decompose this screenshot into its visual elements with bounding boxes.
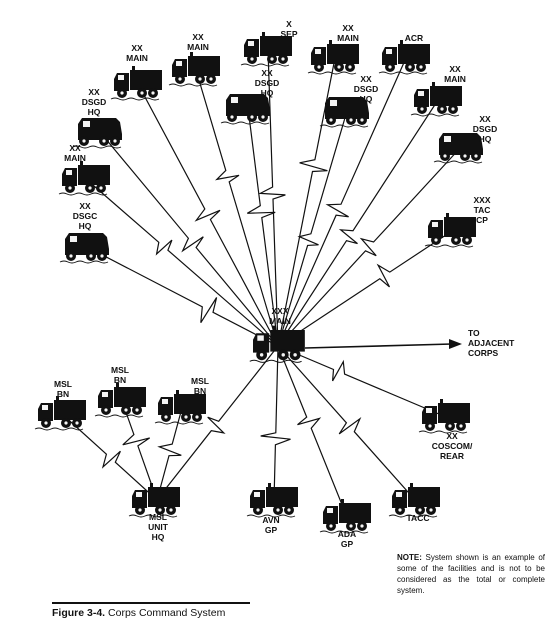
link-xx-dsgd-hq-1 (246, 107, 279, 347)
link-xx-coscom-rear (277, 345, 447, 418)
caption-text: Corps Command System (108, 607, 226, 619)
link-msl-bn-2 (121, 400, 158, 501)
arrow-layer (304, 339, 462, 349)
figure-caption: Figure 3-4. Corps Command System (52, 607, 225, 619)
acr-vehicle-icon (378, 40, 430, 75)
xx-main-1-vehicle-icon (110, 66, 162, 101)
link-ada-gp (277, 345, 348, 518)
link-xx-main-2 (195, 69, 279, 347)
link-acr (277, 57, 407, 347)
link-tacc (277, 345, 417, 502)
link-xxx-tac-cp (277, 230, 453, 347)
adjacent-corps-link (304, 343, 453, 349)
link-xx-main-4 (277, 99, 439, 347)
msl-bn-2-vehicle-icon (94, 383, 146, 418)
system-note: NOTE: System shown is an example of some… (397, 552, 545, 596)
link-msl-unit-hq (155, 345, 279, 502)
caption-rule (52, 602, 250, 604)
msl-unit-hq-vehicle-icon (128, 483, 180, 518)
link-avn-gp (260, 345, 291, 502)
tacc-label: TACC (407, 513, 430, 523)
note-text: System shown is an example of some of th… (397, 553, 545, 595)
arrow-head-icon (449, 339, 462, 349)
link-layer (61, 49, 462, 518)
link-x-sep (258, 49, 286, 347)
xx-dsgd-hq-3-vehicle-icon (433, 133, 483, 164)
link-xx-dsgc-hq (86, 246, 279, 347)
link-xx-dsgd-hq-4 (99, 131, 279, 347)
msl-bn-3-vehicle-icon (154, 390, 206, 425)
link-xx-main-1 (137, 83, 279, 347)
acr-label: ACR (405, 33, 423, 43)
xx-dsgc-hq-vehicle-icon (59, 233, 109, 264)
link-xx-dsgd-hq-2 (277, 110, 348, 347)
xx-coscom-rear-vehicle-icon (418, 399, 470, 434)
caption-label: Figure 3-4. (52, 607, 106, 619)
ada-gp-vehicle-icon (319, 499, 371, 534)
xx-dsgd-hq-2-vehicle-icon (319, 97, 369, 128)
xx-dsgd-hq-4-vehicle-icon (72, 118, 122, 149)
msl-bn-1-vehicle-icon (34, 396, 86, 431)
xx-main-5-vehicle-icon (58, 161, 110, 196)
xx-main-2-vehicle-icon (168, 52, 220, 87)
x-sep-vehicle-icon (240, 32, 292, 67)
link-xx-main-3 (277, 57, 336, 347)
vehicle-layer (34, 32, 483, 534)
link-msl-bn-1 (61, 413, 158, 501)
note-label: NOTE: (397, 553, 422, 562)
xx-main-3-vehicle-icon (307, 40, 359, 75)
link-msl-bn-3 (156, 407, 183, 501)
link-xx-dsgd-hq-3 (277, 146, 462, 347)
tacc-vehicle-icon (388, 483, 440, 518)
xx-dsgd-hq-1-vehicle-icon (220, 94, 270, 125)
xx-main-4-vehicle-icon (410, 82, 462, 117)
avn-gp-vehicle-icon (246, 483, 298, 518)
link-xx-main-5 (85, 178, 279, 347)
xxx-tac-cp-vehicle-icon (424, 213, 476, 248)
hub-xxx-main-vehicle-icon (249, 325, 305, 363)
